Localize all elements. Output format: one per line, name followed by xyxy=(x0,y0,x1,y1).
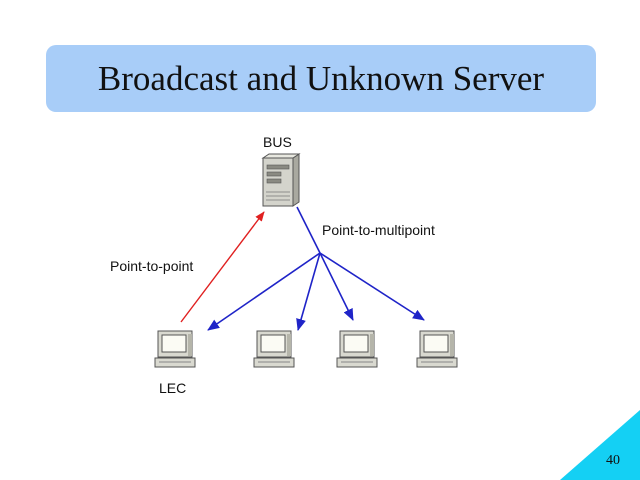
corner-decoration xyxy=(560,410,640,480)
page-number: 40 xyxy=(606,453,620,468)
point-to-multipoint-arrows xyxy=(207,206,425,331)
multipoint-branch-2 xyxy=(296,252,321,331)
bus-server xyxy=(261,153,301,207)
receiver-computer-icon xyxy=(253,330,295,368)
receiver-computer-icon xyxy=(416,330,458,368)
title-banner: Broadcast and Unknown Server xyxy=(46,45,596,112)
receiver-computer-icon xyxy=(336,330,378,368)
lec-label: LEC xyxy=(159,380,187,396)
bus-label: BUS xyxy=(263,134,292,150)
point-to-point-label: Point-to-point xyxy=(110,258,194,274)
lec-computer-icon xyxy=(154,330,196,368)
slide-title: Broadcast and Unknown Server xyxy=(97,58,545,98)
multipoint-branch-3 xyxy=(319,252,354,321)
multipoint-branch-1 xyxy=(207,252,321,331)
point-to-point-arrow xyxy=(180,211,265,323)
multipoint-branch-4 xyxy=(319,252,425,321)
point-to-multipoint-label: Point-to-multipoint xyxy=(322,222,435,238)
